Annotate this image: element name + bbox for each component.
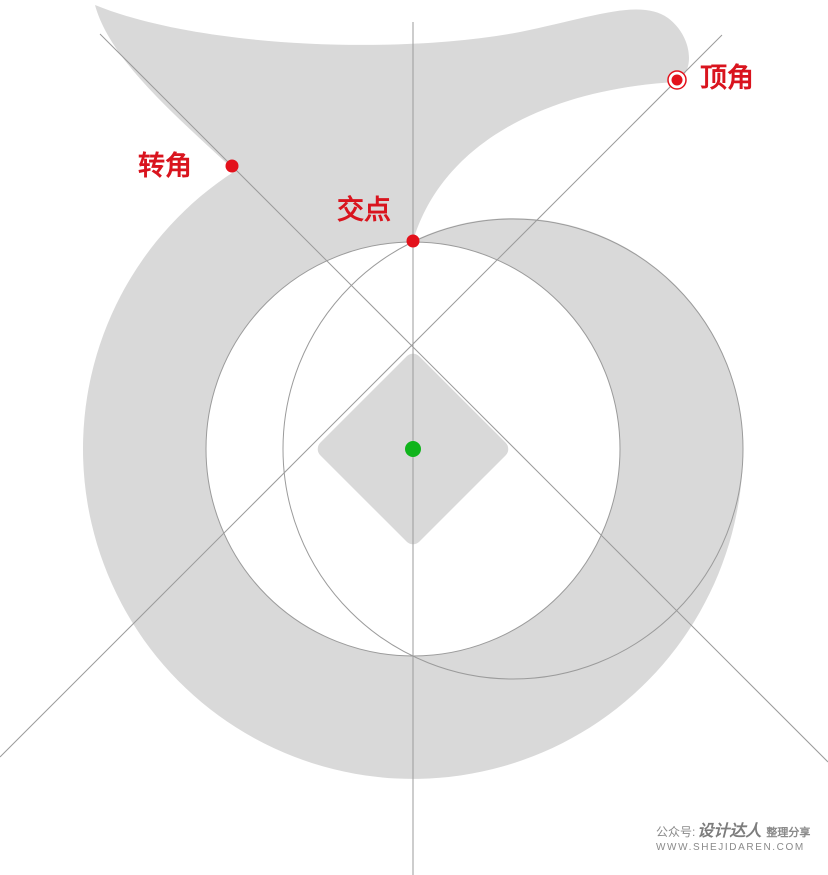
guide-circle-offset bbox=[282, 218, 744, 680]
center-marker-dot bbox=[405, 441, 421, 457]
watermark-url: WWW.SHEJIDAREN.COM bbox=[656, 842, 805, 853]
watermark-line: 公众号: 设计达人 整理分享 bbox=[656, 817, 821, 841]
intersection-marker-dot bbox=[406, 234, 420, 248]
watermark-prefix: 公众号: bbox=[656, 825, 696, 839]
corner-label: 转角 bbox=[138, 151, 192, 182]
watermark-suffix: 整理分享 bbox=[766, 827, 811, 839]
watermark: 公众号: 设计达人 整理分享 WWW.SHEJIDAREN.COM bbox=[656, 817, 821, 853]
apex-label: 顶角 bbox=[700, 63, 754, 94]
corner-marker-dot bbox=[225, 159, 239, 173]
diagonal-guide-line-descending bbox=[99, 33, 828, 763]
intersection-label: 交点 bbox=[337, 195, 391, 226]
apex-marker-dot bbox=[671, 74, 683, 86]
watermark-brand: 设计达人 bbox=[697, 823, 762, 840]
diagonal-guide-line-ascending bbox=[0, 34, 723, 758]
